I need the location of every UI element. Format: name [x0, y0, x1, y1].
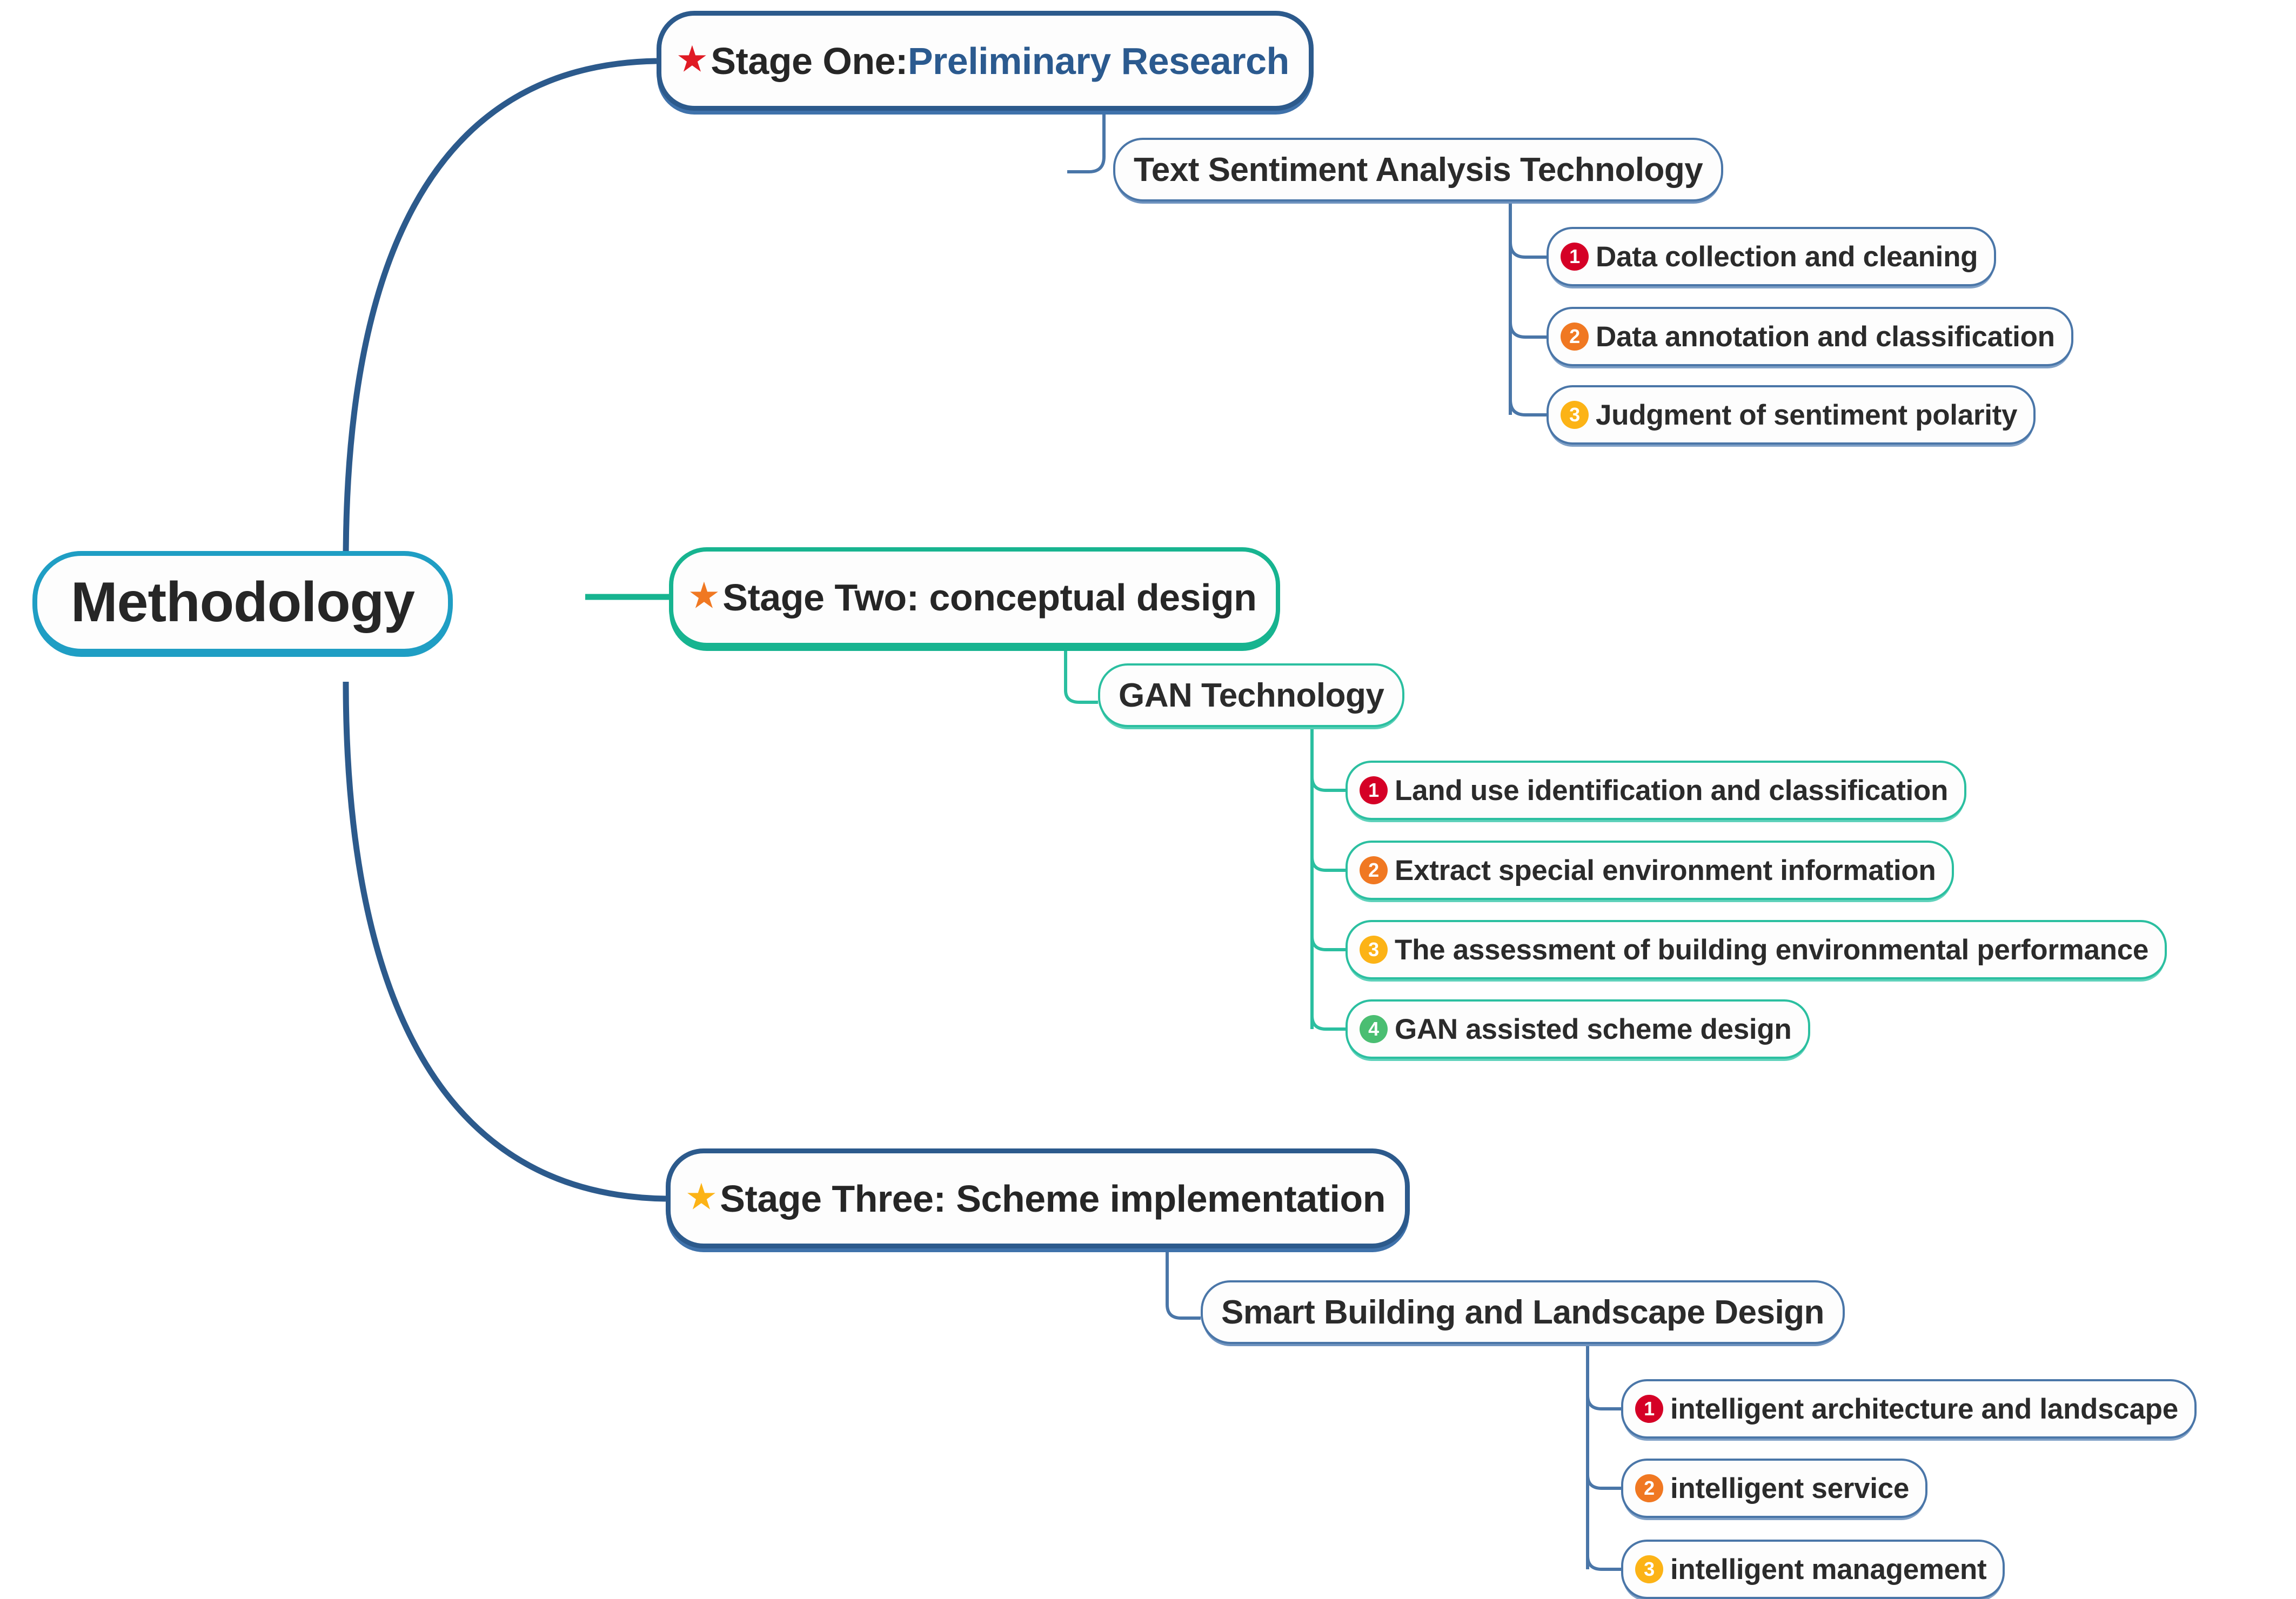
- edge-stage-two-to-topic: [1064, 647, 1098, 704]
- stage-two-leaf-1-label: Land use identification and classificati…: [1395, 774, 1949, 807]
- badge-number-1: 1: [1561, 243, 1589, 271]
- badge-number-3: 3: [1561, 401, 1589, 429]
- stage-one-leaf-1-label: Data collection and cleaning: [1596, 240, 1978, 273]
- root-node[interactable]: Methodology: [32, 551, 453, 654]
- stage-three-node[interactable]: ★ Stage Three: Scheme implementation: [666, 1148, 1410, 1248]
- stage-three-leaf-2[interactable]: 2 intelligent service: [1621, 1459, 1928, 1518]
- edge-root-to-stage-three: [343, 681, 666, 1202]
- edge-topic-one-leaf-3: [1509, 399, 1547, 416]
- badge-number-1: 1: [1360, 776, 1388, 804]
- stage-two-leaf-4[interactable]: 4 GAN assisted scheme design: [1346, 999, 1810, 1059]
- star-icon: ★: [690, 577, 719, 614]
- badge-number-2: 2: [1561, 323, 1589, 351]
- stage-three-leaf-1-label: intelligent architecture and landscape: [1670, 1393, 2178, 1425]
- edge-stage-one-to-topic: [1067, 108, 1106, 173]
- edge-topic-three-leaf-2: [1586, 1474, 1621, 1490]
- stage-one-node[interactable]: ★ Stage One: Preliminary Research: [657, 11, 1314, 111]
- stage-two-leaf-4-label: GAN assisted scheme design: [1395, 1013, 1792, 1045]
- stage-two-leaf-3[interactable]: 3 The assessment of building environment…: [1346, 920, 2167, 979]
- stage-three-topic-node[interactable]: Smart Building and Landscape Design: [1201, 1280, 1845, 1344]
- stage-one-leaf-3[interactable]: 3 Judgment of sentiment polarity: [1547, 385, 2036, 445]
- stage-three-leaf-2-label: intelligent service: [1670, 1472, 1910, 1504]
- stage-one-topic-label: Text Sentiment Analysis Technology: [1134, 151, 1703, 189]
- stage-one-leaf-1[interactable]: 1 Data collection and cleaning: [1547, 227, 1997, 286]
- edge-topic-one-leaf-2: [1509, 321, 1547, 339]
- stage-three-leaf-1[interactable]: 1 intelligent architecture and landscape: [1621, 1379, 2197, 1439]
- stage-one-topic-node[interactable]: Text Sentiment Analysis Technology: [1113, 138, 1724, 201]
- edge-topic-two-leaf-4: [1310, 1015, 1346, 1031]
- stage-one-leaf-3-label: Judgment of sentiment polarity: [1596, 399, 2018, 431]
- edge-root-to-stage-one: [343, 58, 657, 562]
- edge-topic-three-leaf-3: [1586, 1555, 1621, 1571]
- badge-number-4: 4: [1360, 1015, 1388, 1043]
- star-icon: ★: [687, 1178, 716, 1215]
- badge-number-2: 2: [1635, 1474, 1663, 1502]
- stage-one-title-primary: Stage One:: [711, 39, 908, 82]
- stage-one-leaf-2-label: Data annotation and classification: [1596, 320, 2055, 353]
- stage-one-title-secondary: Preliminary Research: [907, 39, 1289, 82]
- edge-topic-two-leaf-1: [1310, 776, 1346, 792]
- stage-three-topic-label: Smart Building and Landscape Design: [1221, 1293, 1824, 1331]
- stage-three-leaf-3-label: intelligent management: [1670, 1553, 1987, 1585]
- stage-one-leaf-2[interactable]: 2 Data annotation and classification: [1547, 307, 2073, 366]
- stage-two-title-primary: Stage Two: conceptual design: [722, 576, 1257, 619]
- edge-topic-three-leaf-1: [1586, 1395, 1621, 1410]
- stage-two-leaf-3-label: The assessment of building environmental…: [1395, 933, 2149, 966]
- stage-three-leaf-3[interactable]: 3 intelligent management: [1621, 1540, 2005, 1599]
- stage-two-topic-node[interactable]: GAN Technology: [1098, 663, 1405, 727]
- badge-number-3: 3: [1635, 1555, 1663, 1583]
- edge-topic-one-leaf-1: [1509, 241, 1547, 259]
- edge-topic-two-leaf-2: [1310, 856, 1346, 872]
- badge-number-2: 2: [1360, 856, 1388, 884]
- stage-two-node[interactable]: ★ Stage Two: conceptual design: [669, 547, 1281, 647]
- root-label: Methodology: [71, 570, 415, 634]
- edge-stage-three-to-topic: [1166, 1244, 1201, 1320]
- stage-two-leaf-2-label: Extract special environment information: [1395, 854, 1936, 886]
- badge-number-1: 1: [1635, 1395, 1663, 1423]
- stage-two-leaf-2[interactable]: 2 Extract special environment informatio…: [1346, 841, 1954, 900]
- badge-number-3: 3: [1360, 936, 1388, 964]
- stage-three-title-primary: Stage Three: Scheme implementation: [720, 1177, 1385, 1220]
- edge-topic-two-leaf-3: [1310, 936, 1346, 951]
- star-icon: ★: [678, 41, 707, 77]
- stage-two-leaf-1[interactable]: 1 Land use identification and classifica…: [1346, 761, 1967, 820]
- stage-two-topic-label: GAN Technology: [1119, 676, 1384, 714]
